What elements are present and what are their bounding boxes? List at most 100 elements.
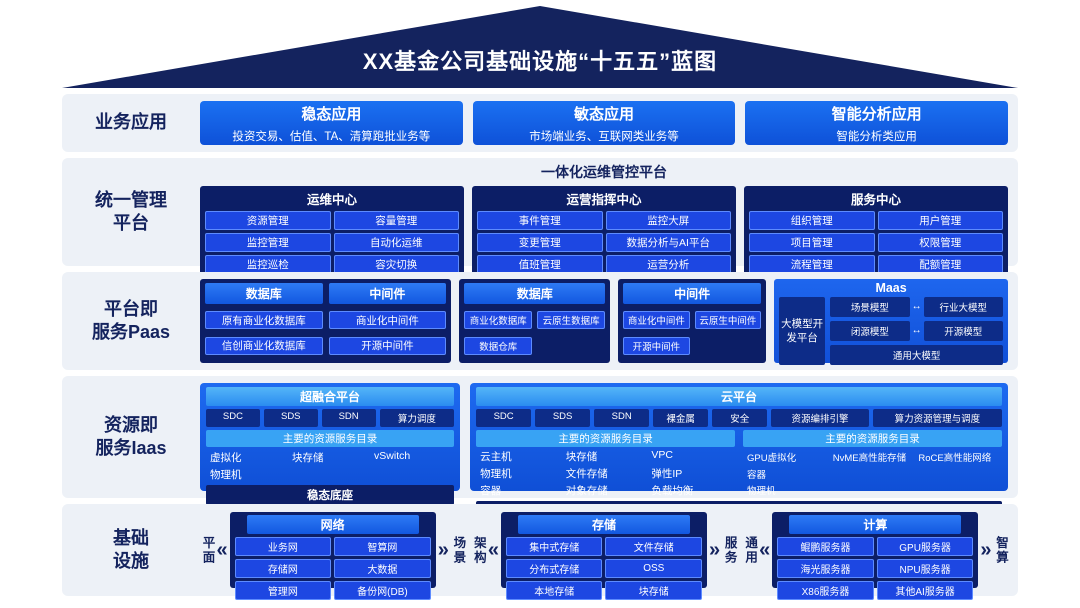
maas-item: 开源模型 xyxy=(923,321,1004,341)
network-box: 网络 业务网 智算网 存储网 大数据 管理网 备份网(DB) xyxy=(229,512,436,600)
network-group: 平面 « 网络 业务网 智算网 存储网 大数据 管理网 备份网(DB) » 场景 xyxy=(200,512,466,600)
row-label-text: 业务应用 xyxy=(95,112,167,133)
service-item: RoCE高性能网络 xyxy=(918,452,992,464)
chevron-left-icon: « xyxy=(216,539,228,561)
chevron-left-icon: « xyxy=(759,539,771,561)
tech-item: 裸金属 xyxy=(653,409,709,427)
maas-model-row: 闭源模型 ↔ 开源模型 xyxy=(830,321,1004,341)
cloud-header: 云平台 xyxy=(476,387,1002,406)
service-item: vSwitch xyxy=(374,450,411,462)
middleware-items: 商业化中间件 开源中间件 xyxy=(328,308,447,358)
infra-item: 管理网 xyxy=(234,581,332,600)
infra-item: 海光服务器 xyxy=(777,559,874,578)
network-header: 网络 xyxy=(246,515,419,534)
maas-inner: 大模型开发平台 场景模型 ↔ 行业大模型 闭源模型 ↔ 开源模型 xyxy=(779,297,1004,365)
network-right-label: 场景 xyxy=(451,535,466,565)
app-title: 智能分析应用 xyxy=(831,105,922,123)
paas-item: 开源中间件 xyxy=(623,337,690,355)
maas-model-row: 场景模型 ↔ 行业大模型 xyxy=(830,297,1004,317)
database-items: 原有商业化数据库 信创商业化数据库 xyxy=(205,308,323,358)
storage-group: 架构 « 存储 集中式存储 文件存储 分布式存储 OSS 本地存储 块存储 » … xyxy=(471,512,737,600)
infra-item: 业务网 xyxy=(234,537,332,556)
mgmt-item: 资源管理 xyxy=(205,211,331,230)
row-infrastructure: 基础 设施 平面 « 网络 业务网 智算网 存储网 大数据 管理网 备份网(DB… xyxy=(62,504,1018,600)
cloud-sub-right: 主要的资源服务目录 GPU虚拟化 NvME高性能存储 RoCE高性能网络 容器 … xyxy=(743,430,1003,498)
row-paas: 平台即 服务Paas 数据库 原有商业化数据库 信创商业化数据库 中间件 xyxy=(62,272,1018,370)
chevron-right-icon: » xyxy=(709,539,721,561)
chevron-right-icon: » xyxy=(437,539,449,561)
stable-base-bar: 稳态底座 xyxy=(206,485,455,505)
hci-service-grid: 虚拟化 块存储 vSwitch 物理机 xyxy=(206,450,454,482)
app-subtitle: 投资交易、估值、TA、清算跑批业务等 xyxy=(232,130,431,143)
maas-model-row: 通用大模型 xyxy=(830,345,1004,365)
maas-item: 闭源模型 xyxy=(830,321,910,341)
app-subtitle: 智能分析类应用 xyxy=(836,130,917,143)
center-title: 运营指挥中心 xyxy=(566,193,642,207)
compute-left-label: 通用 xyxy=(743,535,758,565)
mgmt-item: 运营分析 xyxy=(605,255,731,274)
row-business-apps: 业务应用 稳态应用 投资交易、估值、TA、清算跑批业务等 敏态应用 市场端业务、… xyxy=(62,94,1018,152)
service-center: 服务中心 组织管理 用户管理 项目管理 权限管理 流程管理 配额管理 xyxy=(744,186,1008,278)
mgmt-item: 项目管理 xyxy=(749,233,875,252)
infra-item: 文件存储 xyxy=(605,537,703,556)
mgmt-item: 配额管理 xyxy=(877,255,1003,274)
row-iaas: 资源即 服务Iaas 超融合平台 SDC SDS SDN 算力调度 主要的资源服… xyxy=(62,376,1018,521)
mgmt-item: 用户管理 xyxy=(877,211,1003,230)
service-item: 负载均衡 xyxy=(651,485,694,497)
middleware-header: 中间件 xyxy=(328,283,447,304)
cloud-middleware-group: 中间件 商业化中间件 云原生中间件 开源中间件 xyxy=(618,279,767,363)
compute-right-label: 智算 xyxy=(993,535,1008,565)
row-label-text: 服务Iaas xyxy=(95,438,167,458)
service-item: GPU虚拟化 xyxy=(747,452,797,464)
service-catalog-header: 主要的资源服务目录 xyxy=(206,430,455,447)
paas-item: 云原生数据库 xyxy=(537,311,606,329)
database-header: 数据库 xyxy=(205,283,323,304)
infra-item: 存储网 xyxy=(234,559,332,578)
maas-item: 行业大模型 xyxy=(923,297,1004,317)
service-item: 文件存储 xyxy=(565,468,608,480)
row-management-platform: 统一管理 平台 一体化运维管控平台 运维中心 资源管理 容量管理 监控管理 自动… xyxy=(62,158,1018,298)
tech-item: 安全 xyxy=(712,409,768,427)
mgmt-item: 监控管理 xyxy=(205,233,331,252)
infra-item: NPU服务器 xyxy=(876,559,974,578)
service-item: VPC xyxy=(651,449,673,461)
center-title: 服务中心 xyxy=(850,193,901,207)
hci-header: 超融合平台 xyxy=(206,387,455,406)
cloud-service-grid-left: 云主机 块存储 VPC 物理机 文件存储 弹性IP 容器 对象存储 负载均衡 xyxy=(476,449,735,498)
paas-item: 原有商业化数据库 xyxy=(205,311,323,330)
storage-header: 存储 xyxy=(517,515,691,534)
database-column: 数据库 原有商业化数据库 信创商业化数据库 xyxy=(205,283,323,358)
row-label-text: 基础 xyxy=(113,527,149,548)
row-label-business: 业务应用 xyxy=(62,94,200,152)
ops-command-center: 运营指挥中心 事件管理 监控大屏 变更管理 数据分析与AI平台 值班管理 运营分… xyxy=(472,186,736,278)
service-item: 块存储 xyxy=(565,451,598,463)
center-grid: 事件管理 监控大屏 变更管理 数据分析与AI平台 值班管理 运营分析 xyxy=(477,211,731,274)
paas-item: 数据仓库 xyxy=(464,337,533,355)
cloud-subsections: 主要的资源服务目录 云主机 块存储 VPC 物理机 文件存储 弹性IP 容器 对… xyxy=(476,430,1003,498)
storage-right-label: 服务 xyxy=(722,535,737,565)
mgmt-item: 容量管理 xyxy=(333,211,459,230)
infra-item: OSS xyxy=(605,559,703,578)
mgmt-item: 变更管理 xyxy=(477,233,603,252)
service-item: 块存储 xyxy=(292,452,324,464)
business-apps-content: 稳态应用 投资交易、估值、TA、清算跑批业务等 敏态应用 市场端业务、互联网类业… xyxy=(200,94,1018,152)
infra-item: 集中式存储 xyxy=(505,537,603,556)
cloud-platform: 云平台 SDC SDS SDN 裸金属 安全 资源编排引擎 算力资源管理与调度 … xyxy=(470,383,1008,521)
cloud-database-group: 数据库 商业化数据库 云原生数据库 数据仓库 xyxy=(459,279,611,363)
service-catalog-header: 主要的资源服务目录 xyxy=(476,430,736,447)
iaas-content: 超融合平台 SDC SDS SDN 算力调度 主要的资源服务目录 虚拟化 块存储… xyxy=(200,376,1018,521)
center-grid: 资源管理 容量管理 监控管理 自动化运维 监控巡检 容灾切换 xyxy=(205,211,459,274)
mgmt-item: 组织管理 xyxy=(749,211,875,230)
mgmt-item: 事件管理 xyxy=(477,211,603,230)
mgmt-item: 值班管理 xyxy=(477,255,603,274)
app-box-ai-analytics: 智能分析应用 智能分析类应用 xyxy=(745,101,1009,145)
middleware-items: 商业化中间件 云原生中间件 开源中间件 xyxy=(623,308,762,358)
row-label-text: 平台 xyxy=(113,213,149,233)
compute-grid: 鲲鹏服务器 GPU服务器 海光服务器 NPU服务器 X86服务器 其他AI服务器 xyxy=(777,537,974,600)
compute-header: 计算 xyxy=(789,515,962,534)
service-item: 虚拟化 xyxy=(210,452,242,464)
infra-item: 块存储 xyxy=(605,581,703,600)
service-item: 对象存储 xyxy=(565,485,608,497)
maas-item: 场景模型 xyxy=(830,297,910,317)
